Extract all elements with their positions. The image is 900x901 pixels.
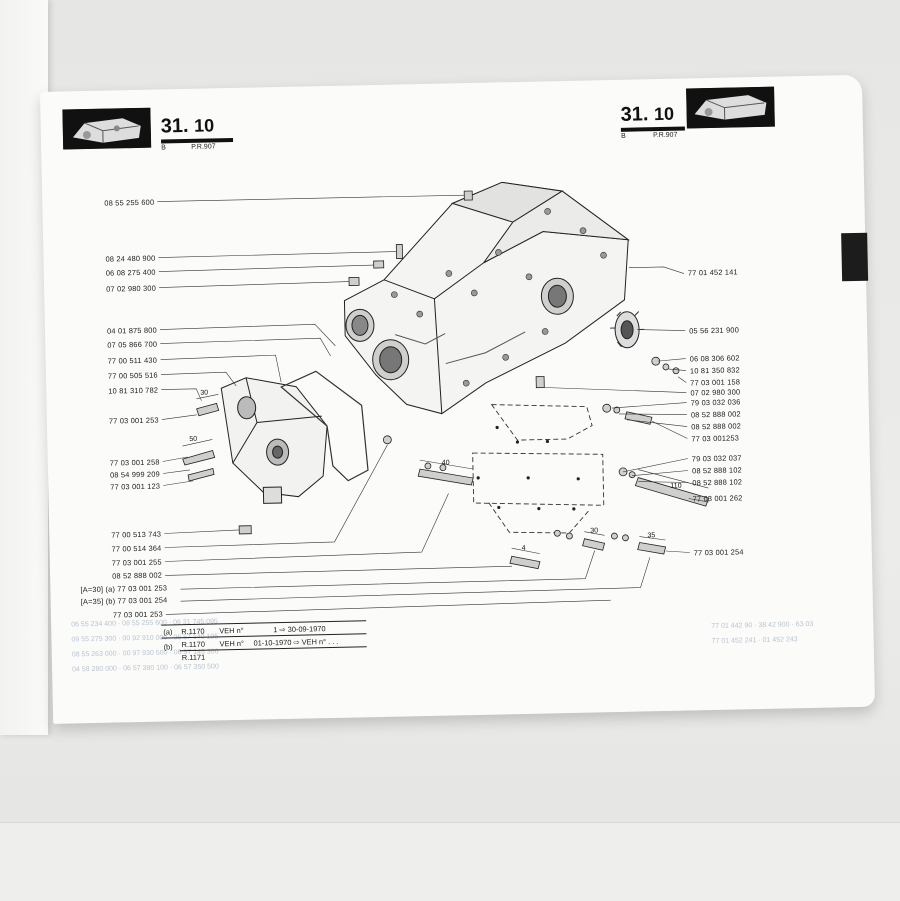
part-number-label: 77 03 001 253 <box>108 415 159 426</box>
dimension-label: 30 <box>590 527 598 534</box>
gearbox-thumbnail-icon <box>62 107 152 150</box>
part-number-label: 08 52 888 002 <box>691 421 742 432</box>
dimension-label: 50 <box>189 436 197 443</box>
part-number-label: 77 00 514 364 <box>111 543 162 554</box>
dimension-label: 35 <box>647 532 655 539</box>
catalog-page: 06 55 234 400 · 08 55 255 600 · 06 31 74… <box>40 74 876 724</box>
part-number-label: 08 24 480 900 <box>105 253 156 264</box>
part-number-label: 07 02 980 300 <box>106 283 157 294</box>
table-edge <box>0 822 900 901</box>
gearbox-thumbnail-icon-right <box>686 86 775 129</box>
rear-cover <box>220 377 328 504</box>
part-number-label: 79 03 032 037 <box>691 453 742 464</box>
part-number-label: 77 03 001 158 <box>690 377 741 388</box>
gearbox-housing <box>343 181 630 415</box>
part-number-label: 07 02 980 300 <box>690 387 741 398</box>
part-number-label: 08 52 888 102 <box>691 465 743 476</box>
dimension-label: 4 <box>522 545 526 552</box>
leader-lines-left <box>157 194 651 615</box>
dimension-label: 40 <box>442 460 450 467</box>
bottom-plate-outline <box>472 404 605 534</box>
part-number-label: 79 03 032 036 <box>690 397 741 408</box>
part-number-label: 06 08 275 400 <box>105 267 156 278</box>
part-number-label: 77 00 511 430 <box>107 355 158 366</box>
part-number-label: 08 55 255 600 <box>104 197 155 208</box>
part-number-label: 77 00 505 516 <box>107 370 158 381</box>
part-number-label: 77 00 513 743 <box>111 529 162 540</box>
part-number-label: 77 01 452 141 <box>687 267 738 278</box>
dimension-label: 110 <box>670 483 681 490</box>
part-number-label: [A=35] (b) 77 03 001 254 <box>80 595 168 607</box>
pinion-gear <box>610 311 645 349</box>
part-number-label: 08 52 888 102 <box>692 477 743 488</box>
exploded-gearbox-diagram: 30 50 40 110 4 30 35 <box>157 181 710 615</box>
part-number-label: 10 81 350 832 <box>689 365 740 376</box>
leader-lines-right <box>544 266 709 553</box>
part-number-label: 77 03 001 123 <box>110 481 161 492</box>
part-number-label: 77 03 001253 <box>691 433 740 444</box>
part-number-label: 08 52 888 002 <box>112 570 163 581</box>
part-number-label: 77 03 001 258 <box>109 457 160 468</box>
part-number-label: 05 56 231 900 <box>689 325 740 336</box>
part-number-label: 77 03 001 254 <box>693 547 744 558</box>
part-number-label: 10 81 310 782 <box>108 385 159 396</box>
part-number-label: 77 03 001 262 <box>692 493 743 504</box>
part-number-label: 77 03 001 255 <box>111 557 162 568</box>
part-number-label: 77 03 001 253 <box>112 609 163 620</box>
part-number-label: 07 05 866 700 <box>107 339 158 350</box>
part-number-label: 06 08 306 602 <box>689 353 740 364</box>
application-notes: (a) R.1170 VEH n° 1 ⇨ 30-09-1970 (b) R.1… <box>161 620 367 663</box>
dimension-label: 30 <box>200 390 208 397</box>
part-number-label: 04 01 875 800 <box>106 325 157 336</box>
part-number-label: [A=30] (a) 77 03 001 253 <box>80 583 168 595</box>
part-number-label: 08 54 999 209 <box>109 469 160 480</box>
gasket <box>280 370 369 482</box>
part-number-label: 08 52 888 002 <box>690 409 741 420</box>
